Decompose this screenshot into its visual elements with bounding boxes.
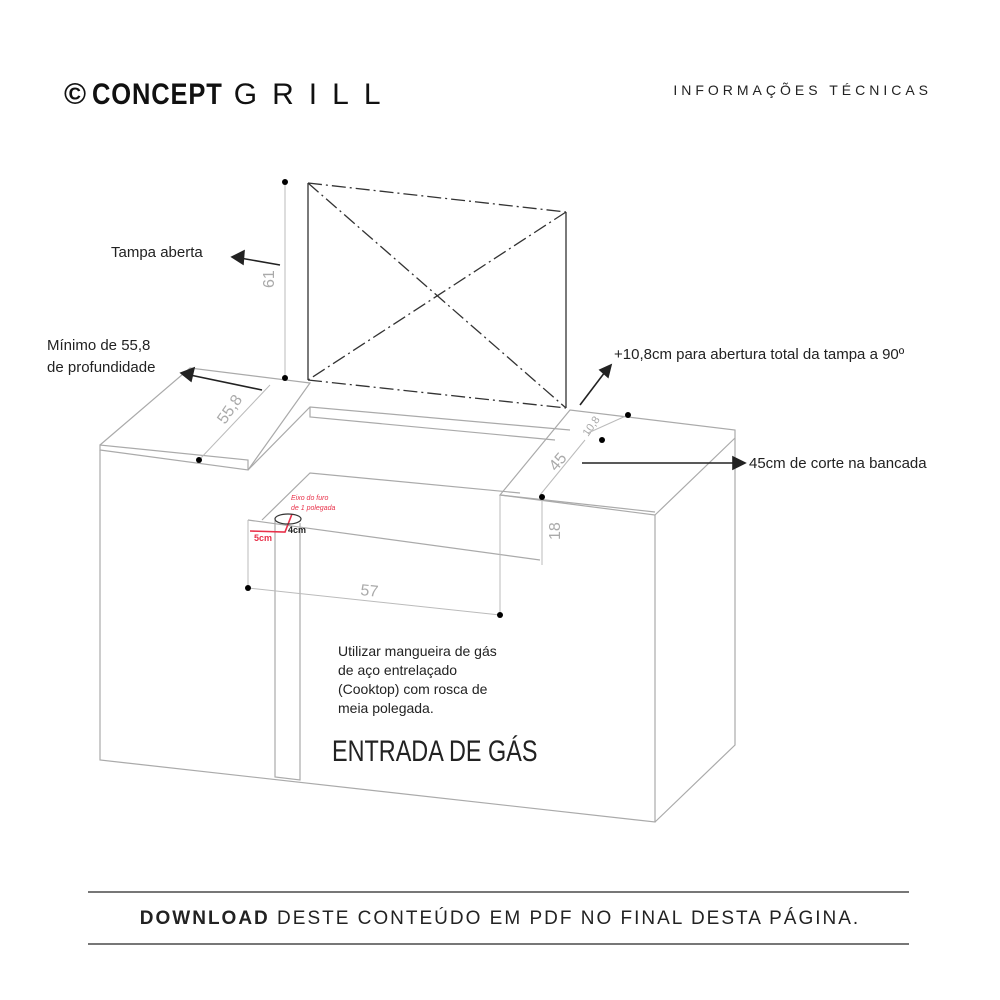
logo: © CONCEPT GRILL	[64, 78, 396, 112]
dim-height: 18	[547, 522, 564, 540]
download-notice: DOWNLOAD DESTE CONTEÚDO EM PDF NO FINAL …	[0, 908, 1000, 930]
dim-length: 57	[360, 582, 380, 601]
cut-label: 45cm de corte na bancada	[749, 455, 927, 472]
dim-5cm: 5cm	[254, 533, 272, 543]
dim-depth: 55,8	[214, 392, 246, 427]
min-depth-label-1: Mínimo de 55,8	[47, 337, 151, 354]
divider-bottom	[88, 943, 909, 945]
dim-lid-height: 61	[261, 270, 278, 288]
logo-light: GRILL	[233, 78, 396, 111]
divider-top	[88, 891, 909, 893]
gas-inlet-label: ENTRADA DE GÁS	[332, 735, 538, 768]
hole-axis-line1: Eixo do furo	[291, 495, 328, 502]
hole-axis-line2: de 1 polegada	[291, 505, 335, 512]
lid-open-label: Tampa aberta	[111, 244, 203, 261]
download-bold: DOWNLOAD	[139, 908, 270, 929]
dim-4cm: 4cm	[288, 525, 306, 535]
lid-clearance-label: +10,8cm para abertura total da tampa a 9…	[614, 346, 905, 363]
min-depth-label-2: de profundidade	[47, 359, 156, 376]
dim-clearance: 10,8	[581, 414, 603, 438]
hose-note: Utilizar mangueira de gás de aço entrela…	[338, 643, 497, 716]
page-title: INFORMAÇÕES TÉCNICAS	[673, 82, 932, 98]
download-rest: DESTE CONTEÚDO EM PDF NO FINAL DESTA PÁG…	[269, 908, 861, 929]
dim-cut: 45	[546, 450, 571, 475]
logo-bold: CONCEPT	[92, 78, 223, 111]
logo-mark: ©	[64, 78, 87, 111]
